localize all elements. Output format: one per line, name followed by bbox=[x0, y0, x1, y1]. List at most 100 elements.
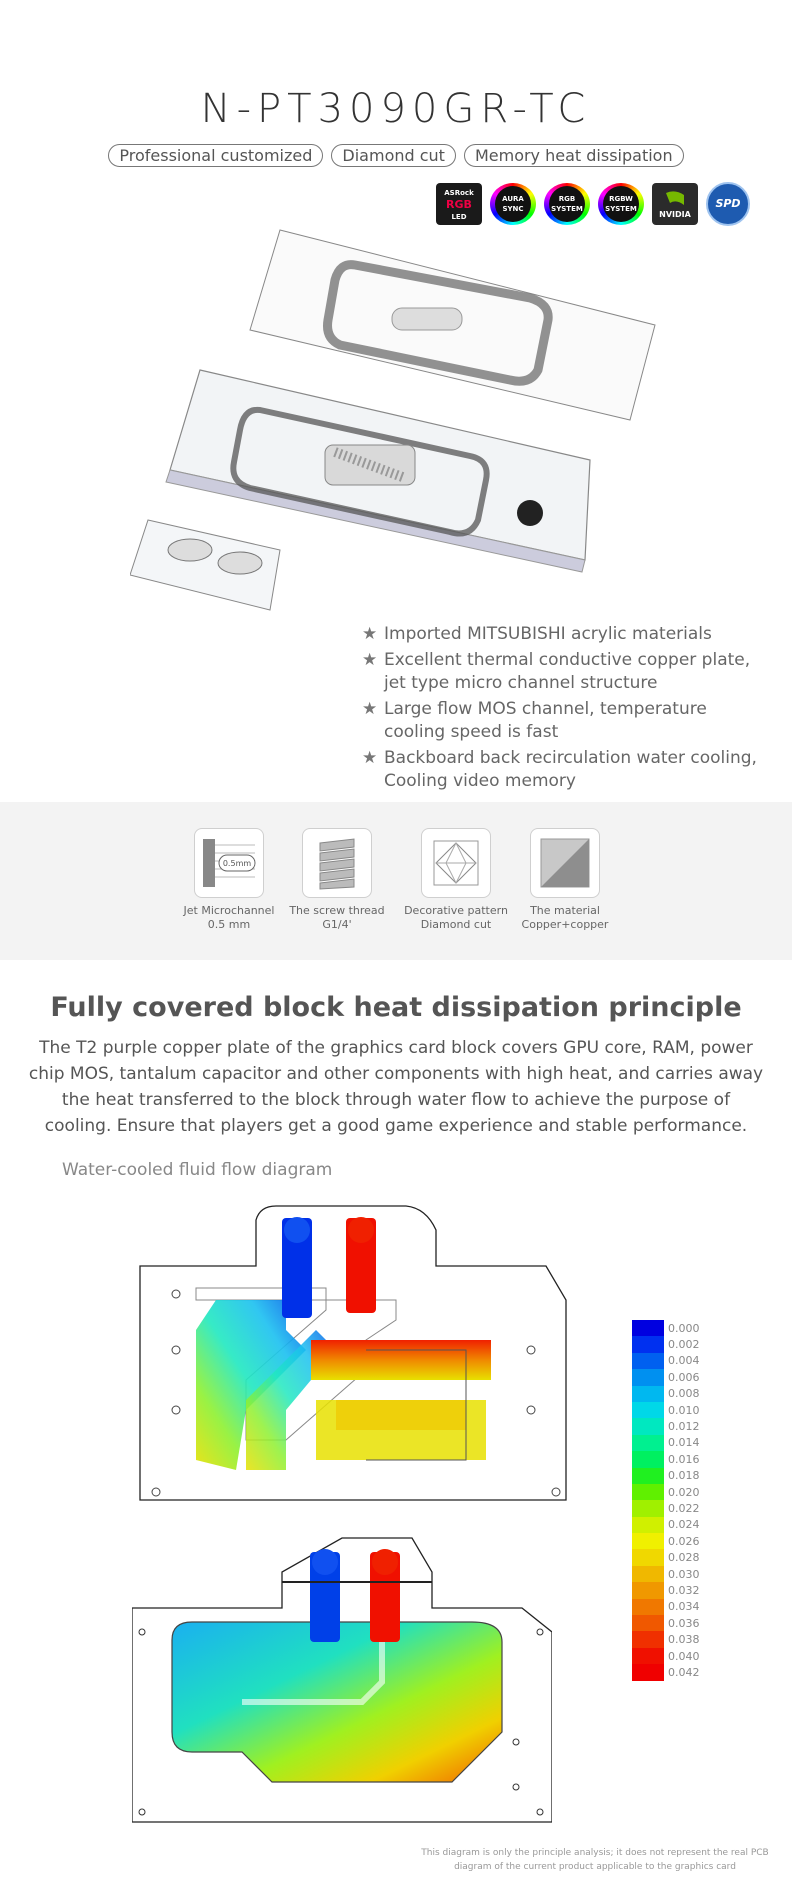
legend-swatch bbox=[632, 1598, 664, 1616]
legend-row: 0.024 bbox=[632, 1516, 700, 1534]
legend-swatch bbox=[632, 1434, 664, 1452]
flow-diagram-back bbox=[132, 1537, 552, 1823]
principle-title: Fully covered block heat dissipation pri… bbox=[50, 992, 742, 1023]
legend-swatch bbox=[632, 1582, 664, 1599]
legend-swatch bbox=[632, 1418, 664, 1435]
legend-value: 0.016 bbox=[668, 1452, 700, 1466]
legend-value: 0.036 bbox=[668, 1616, 700, 1630]
principle-body: The T2 purple copper plate of the graphi… bbox=[28, 1038, 764, 1136]
legend-swatch bbox=[632, 1565, 664, 1583]
copper-material-icon bbox=[530, 828, 600, 898]
legend-value: 0.042 bbox=[668, 1665, 700, 1679]
feature-item: ★Excellent thermal conductive copper pla… bbox=[362, 650, 751, 693]
legend-row: 0.002 bbox=[632, 1336, 700, 1353]
legend-swatch bbox=[632, 1467, 664, 1484]
small-block-illustration bbox=[130, 519, 281, 611]
star-icon: ★ bbox=[362, 650, 378, 670]
tag-memory: Memory heat dissipation bbox=[463, 144, 684, 167]
legend-swatch bbox=[632, 1631, 664, 1648]
legend-value: 0.030 bbox=[668, 1567, 700, 1581]
legend-value: 0.032 bbox=[668, 1583, 700, 1597]
legend-row: 0.026 bbox=[632, 1533, 700, 1550]
legend-value: 0.014 bbox=[668, 1436, 700, 1450]
star-icon: ★ bbox=[362, 699, 378, 719]
legend-value: 0.006 bbox=[668, 1370, 700, 1384]
legend-row: 0.032 bbox=[632, 1582, 700, 1599]
microchannel-icon: 0.5mm bbox=[194, 828, 264, 898]
legend-swatch bbox=[632, 1533, 664, 1550]
diamond-cut-icon bbox=[421, 828, 491, 898]
legend-row: 0.012 bbox=[632, 1418, 700, 1435]
flow-diagram-front bbox=[139, 1205, 567, 1501]
legend-value: 0.010 bbox=[668, 1403, 700, 1417]
legend-row: 0.034 bbox=[632, 1598, 700, 1616]
legend-swatch bbox=[632, 1401, 664, 1419]
legend-value: 0.038 bbox=[668, 1633, 700, 1647]
legend-row: 0.016 bbox=[632, 1451, 700, 1468]
feature-tags: Professional customized Diamond cut Memo… bbox=[0, 144, 792, 167]
legend-swatch bbox=[632, 1516, 664, 1534]
svg-text:LED: LED bbox=[451, 213, 466, 221]
legend-value: 0.028 bbox=[668, 1551, 700, 1565]
diagram-disclaimer: This diagram is only the principle analy… bbox=[421, 1848, 769, 1872]
star-icon: ★ bbox=[362, 748, 378, 768]
legend-row: 0.022 bbox=[632, 1500, 700, 1517]
nvidia-logo: NVIDIA bbox=[652, 183, 698, 225]
tag-diamond-cut: Diamond cut bbox=[331, 144, 456, 167]
water-block-render bbox=[130, 229, 656, 611]
feature-item: ★Large flow MOS channel, temperature coo… bbox=[362, 699, 707, 742]
legend-value: 0.002 bbox=[668, 1338, 700, 1352]
svg-text:0.5mm: 0.5mm bbox=[223, 859, 252, 868]
backplate-illustration bbox=[249, 229, 656, 421]
legend-swatch bbox=[632, 1615, 664, 1632]
legend-swatch bbox=[632, 1320, 664, 1337]
legend-swatch bbox=[632, 1647, 664, 1665]
legend-swatch bbox=[632, 1549, 664, 1566]
legend-value: 0.034 bbox=[668, 1600, 700, 1614]
spec-band bbox=[0, 802, 792, 960]
legend-row: 0.028 bbox=[632, 1549, 700, 1566]
legend-value: 0.004 bbox=[668, 1354, 700, 1368]
feature-list: ★Imported MITSUBISHI acrylic materials ★… bbox=[362, 623, 772, 796]
spd-logo: SPD bbox=[706, 182, 750, 226]
star-icon: ★ bbox=[362, 624, 378, 644]
legend-row: 0.004 bbox=[632, 1352, 700, 1370]
legend-value: 0.026 bbox=[668, 1534, 700, 1548]
legend-swatch bbox=[632, 1369, 664, 1386]
legend-swatch bbox=[632, 1385, 664, 1402]
legend-value: 0.020 bbox=[668, 1485, 700, 1499]
legend-row: 0.036 bbox=[632, 1615, 700, 1632]
legend-value: 0.022 bbox=[668, 1501, 700, 1515]
feature-item: ★Backboard back recirculation water cool… bbox=[362, 748, 757, 791]
legend-value: 0.012 bbox=[668, 1420, 700, 1434]
legend-row: 0.038 bbox=[632, 1631, 700, 1648]
legend-value: 0.040 bbox=[668, 1649, 700, 1663]
feature-item: ★Imported MITSUBISHI acrylic materials bbox=[362, 624, 712, 644]
legend-row: 0.042 bbox=[632, 1664, 700, 1681]
legend-swatch bbox=[632, 1664, 664, 1681]
legend-value: 0.008 bbox=[668, 1387, 700, 1401]
tag-professional: Professional customized bbox=[108, 144, 324, 167]
legend-swatch bbox=[632, 1451, 664, 1468]
legend-row: 0.008 bbox=[632, 1385, 700, 1402]
svg-text:NVIDIA: NVIDIA bbox=[659, 210, 691, 219]
main-block-illustration bbox=[165, 369, 591, 573]
svg-text:RGB: RGB bbox=[446, 198, 472, 211]
legend-row: 0.010 bbox=[632, 1401, 700, 1419]
legend-row: 0.006 bbox=[632, 1369, 700, 1386]
legend-value: 0.000 bbox=[668, 1321, 700, 1335]
legend-row: 0.000 bbox=[632, 1320, 700, 1337]
svg-text:ASRock: ASRock bbox=[444, 189, 474, 197]
diagram-label: Water-cooled fluid flow diagram bbox=[62, 1160, 333, 1180]
legend-swatch bbox=[632, 1352, 664, 1370]
flow-legend: 0.000 0.002 0.004 0.006 0.008 0.010 0.012 0.014… bbox=[632, 1320, 700, 1681]
